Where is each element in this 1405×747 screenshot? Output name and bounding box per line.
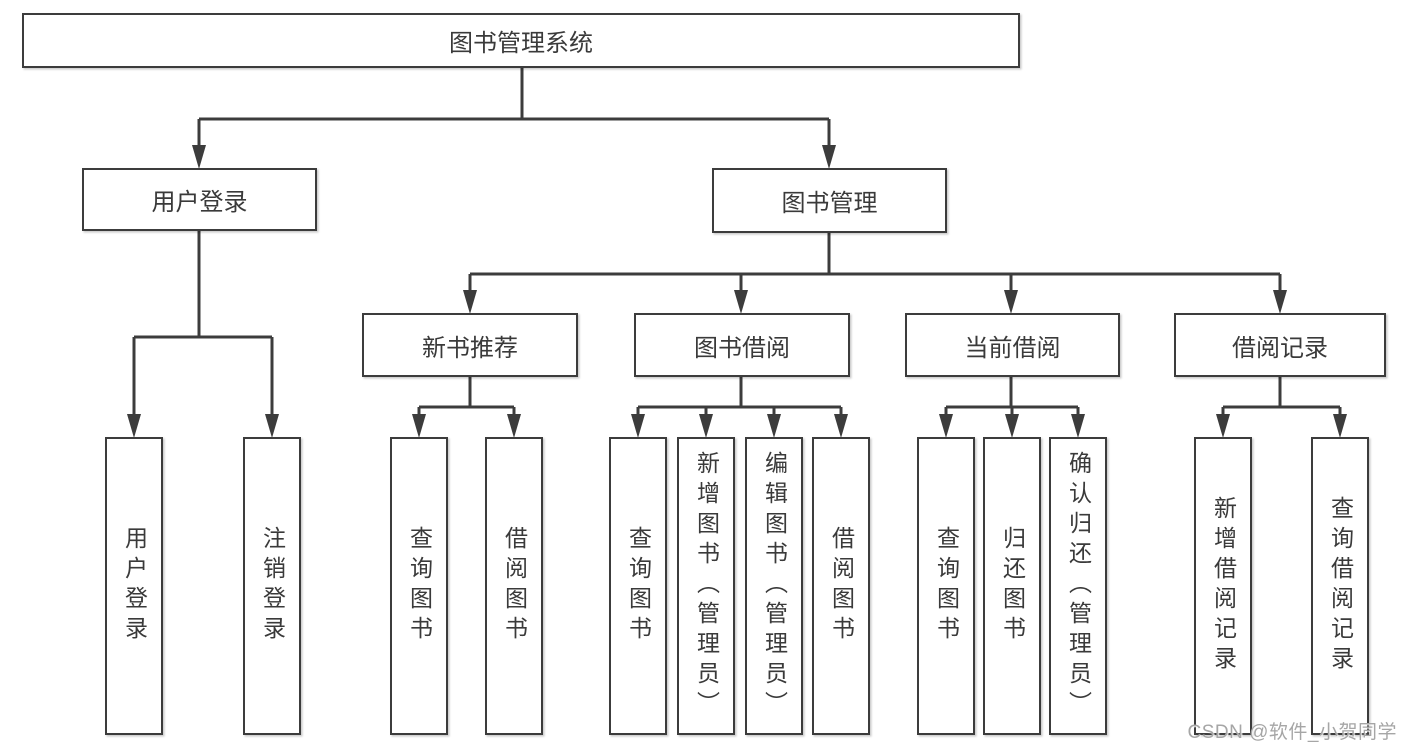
leaf-user-login: 用户登录 — [105, 437, 163, 735]
leaf-newbook-query-books: 查询图书 — [390, 437, 448, 735]
leaf-borrow-edit-books-admin: 编辑图书（管理员） — [745, 437, 803, 735]
leaf-current-confirm-return-admin: 确认归还（管理员） — [1049, 437, 1107, 735]
leaf-borrow-borrow-books: 借阅图书 — [812, 437, 870, 735]
node-borrowing-records: 借阅记录 — [1174, 313, 1386, 377]
csdn-watermark: CSDN @软件_小贺同学 — [1187, 722, 1397, 743]
leaf-newbook-borrow-books: 借阅图书 — [485, 437, 543, 735]
leaf-borrow-add-books-admin: 新增图书（管理员） — [677, 437, 735, 735]
leaf-logout: 注销登录 — [243, 437, 301, 735]
leaf-records-add-record: 新增借阅记录 — [1194, 437, 1252, 735]
leaf-current-query-books: 查询图书 — [917, 437, 975, 735]
node-new-book-recommend: 新书推荐 — [362, 313, 578, 377]
leaf-records-query-record: 查询借阅记录 — [1311, 437, 1369, 735]
leaf-current-return-books: 归还图书 — [983, 437, 1041, 735]
node-book-borrowing: 图书借阅 — [634, 313, 850, 377]
node-current-borrowing: 当前借阅 — [905, 313, 1120, 377]
leaf-borrow-query-books: 查询图书 — [609, 437, 667, 735]
node-user-login: 用户登录 — [82, 168, 317, 231]
node-root-system: 图书管理系统 — [22, 13, 1020, 68]
node-book-management: 图书管理 — [712, 168, 947, 233]
